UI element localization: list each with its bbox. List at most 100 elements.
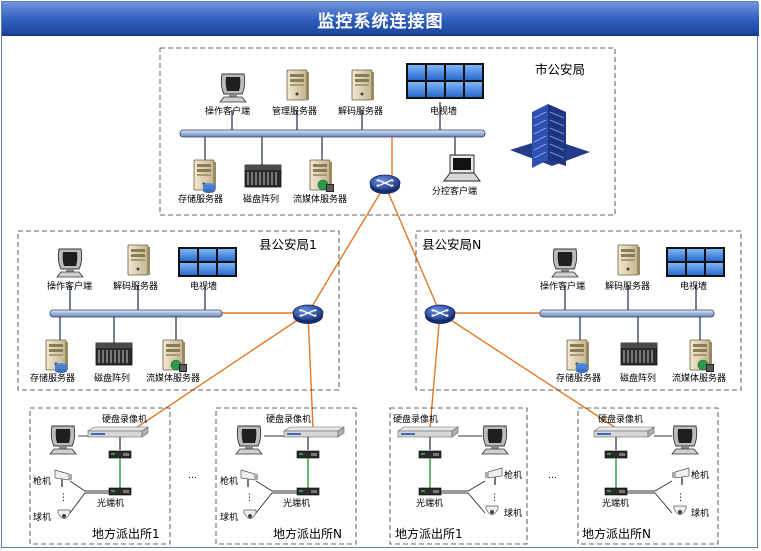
county-n-stream-server-label: 流媒体服务器	[672, 372, 726, 384]
dome-camera-icon	[243, 509, 257, 519]
county-1-stream-server-label: 流媒体服务器	[146, 372, 200, 384]
city-stream-server-label: 流媒体服务器	[293, 193, 347, 205]
optical-transceiver-icon	[296, 450, 320, 459]
stream-server-icon	[690, 340, 714, 372]
county-n-bus	[539, 309, 715, 318]
dvr-icon	[397, 426, 459, 438]
station-4-dots: ⋮	[676, 493, 685, 503]
operator-client-icon	[551, 248, 579, 278]
county-bureau-n: 县公安局N 操作客户端 解码服务器 电视墙 存储服务器 磁盘阵列 流媒体服务器	[415, 230, 742, 391]
police-station-n-left: 硬盘录像机 光端机 枪机 ⋮ 球机 地方派出所N	[215, 407, 357, 545]
county-1-router-icon	[292, 304, 324, 325]
optical-transceiver-icon	[296, 487, 320, 496]
stream-server-icon	[163, 340, 187, 372]
city-bus	[179, 129, 486, 138]
station-3-label: 地方派出所1	[395, 526, 463, 541]
optical-transceiver-icon	[108, 450, 132, 459]
city-tv-wall-label: 电视墙	[430, 105, 457, 117]
operator-client-icon	[56, 248, 84, 278]
station-3-gun-cam-label: 枪机	[504, 469, 522, 481]
station-1-dvr-label: 硬盘录像机	[102, 413, 147, 425]
station-4-optical-label: 光端机	[602, 497, 629, 509]
storage-server-icon	[46, 340, 68, 373]
monitor-icon	[671, 425, 699, 455]
city-operator-client-label: 操作客户端	[205, 105, 250, 117]
decode-server-icon	[617, 244, 641, 276]
station-3-optical-label: 光端机	[416, 497, 443, 509]
city-storage-server-label: 存储服务器	[178, 193, 223, 205]
station-3-dots: ⋮	[490, 493, 499, 503]
station-1-box	[29, 407, 171, 545]
ellipsis-right: …	[548, 471, 557, 481]
station-1-dots: ⋮	[59, 493, 68, 503]
tv-wall-icon	[406, 63, 484, 99]
station-1-gun-cam-label: 枪机	[33, 475, 51, 487]
dvr-icon	[87, 426, 149, 438]
decode-server-icon	[127, 244, 151, 276]
city-mgmt-server-label: 管理服务器	[272, 105, 317, 117]
station-3-dome-cam-label: 球机	[504, 507, 522, 519]
storage-server-icon	[567, 340, 589, 373]
county-n-label: 县公安局N	[422, 237, 481, 252]
county-n-decode-server-label: 解码服务器	[605, 280, 650, 292]
monitor-icon	[481, 425, 509, 455]
station-4-dvr-label: 硬盘录像机	[598, 413, 643, 425]
police-station-1: 硬盘录像机 光端机 枪机 ⋮ 球机 地方派出所1	[29, 407, 171, 545]
station-4-gun-cam-label: 枪机	[691, 469, 709, 481]
county-1-tv-wall-label: 电视墙	[190, 280, 217, 292]
county-n-tv-wall-label: 电视墙	[680, 280, 707, 292]
county-1-decode-server-label: 解码服务器	[113, 280, 158, 292]
city-bureau-box	[159, 47, 616, 216]
police-station-n-right: 硬盘录像机 光端机 枪机 ⋮ 球机 地方派出所N	[577, 407, 719, 545]
station-2-optical-label: 光端机	[283, 497, 310, 509]
dome-camera-icon	[57, 509, 71, 519]
tv-wall-icon	[178, 247, 237, 277]
city-router-icon	[369, 174, 401, 195]
station-2-box	[215, 407, 357, 545]
optical-transceiver-icon	[418, 487, 442, 496]
station-2-dots: ⋮	[245, 493, 254, 503]
disk-array-icon	[620, 342, 658, 366]
city-disk-array-label: 磁盘阵列	[243, 193, 279, 205]
optical-transceiver-icon	[604, 487, 628, 496]
building-icon	[510, 104, 590, 168]
disk-array-icon	[244, 164, 282, 188]
tv-wall-icon	[666, 247, 725, 277]
station-2-dome-cam-label: 球机	[220, 511, 238, 523]
station-4-label: 地方派出所N	[582, 526, 651, 541]
county-1-operator-client-label: 操作客户端	[47, 280, 92, 292]
laptop-icon	[443, 154, 481, 182]
gun-camera-icon	[240, 469, 259, 488]
dome-camera-icon	[673, 505, 687, 515]
optical-transceiver-icon	[604, 450, 628, 459]
station-1-dome-cam-label: 球机	[33, 511, 51, 523]
police-station-1-right: 硬盘录像机 光端机 枪机 ⋮ 球机 地方派出所1	[389, 407, 528, 545]
decode-server-icon	[351, 69, 375, 101]
city-bureau: 市公安局 操作客户端 管理服务器 解码服务器 电视墙 存储服务器 磁盘阵列 流媒…	[159, 47, 616, 216]
ellipsis-left: …	[188, 471, 197, 481]
disk-array-icon	[95, 342, 133, 366]
county-n-operator-client-label: 操作客户端	[540, 280, 585, 292]
stream-server-icon	[310, 160, 334, 192]
dome-camera-icon	[485, 505, 499, 515]
station-2-label: 地方派出所N	[273, 526, 342, 541]
dvr-icon	[283, 426, 345, 438]
station-1-optical-label: 光端机	[97, 497, 124, 509]
station-4-dome-cam-label: 球机	[691, 507, 709, 519]
gun-camera-icon	[671, 467, 690, 486]
station-3-dvr-label: 硬盘录像机	[393, 413, 438, 425]
county-n-disk-array-label: 磁盘阵列	[620, 372, 656, 384]
county-1-label: 县公安局1	[259, 237, 317, 252]
county-1-disk-array-label: 磁盘阵列	[94, 372, 130, 384]
management-server-icon	[286, 69, 310, 101]
city-decode-server-label: 解码服务器	[338, 105, 383, 117]
gun-camera-icon	[484, 467, 503, 486]
dvr-icon	[593, 426, 655, 438]
county-n-router-icon	[424, 304, 456, 325]
monitor-icon	[49, 425, 77, 455]
station-3-box	[389, 407, 528, 545]
city-bureau-label: 市公安局	[535, 62, 585, 77]
station-2-gun-cam-label: 枪机	[220, 475, 238, 487]
city-branch-client-label: 分控客户端	[432, 185, 477, 197]
storage-server-icon	[194, 160, 216, 193]
